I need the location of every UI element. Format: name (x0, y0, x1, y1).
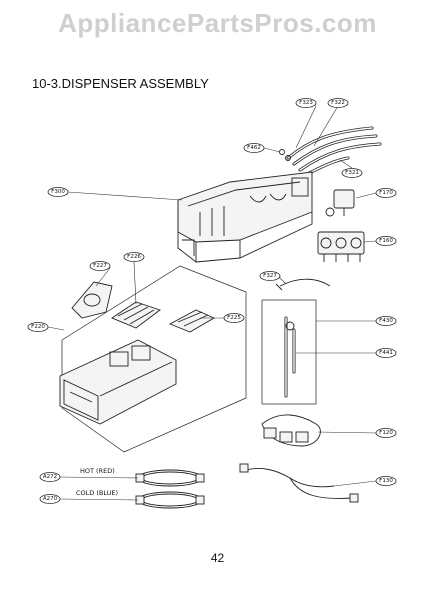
svg-text:F322: F322 (331, 100, 345, 106)
detergent-grid (111, 301, 161, 329)
callout-F170: F170 (375, 188, 397, 198)
svg-text:F327: F327 (263, 273, 277, 279)
callout-A270: A270 (39, 494, 61, 504)
callout-F322: F322 (327, 98, 349, 108)
leader-lines (47, 105, 377, 501)
section-title: 10-3.DISPENSER ASSEMBLY (32, 76, 209, 91)
drain-hose-assembly (261, 299, 317, 405)
svg-text:F323: F323 (299, 100, 313, 106)
svg-text:A272: A272 (43, 474, 57, 480)
softener-cap (71, 281, 113, 319)
callout-F225: F225 (223, 313, 245, 323)
callout-F160: F160 (375, 236, 397, 246)
callout-F462: F462 (243, 143, 265, 153)
water-valve-triple (317, 231, 365, 262)
svg-text:F160: F160 (379, 238, 393, 244)
callout-A272: A272 (39, 472, 61, 482)
callout-F227: F227 (89, 261, 111, 271)
callout-F220: F220 (27, 322, 49, 332)
inlet-hoses (135, 469, 205, 509)
callout-F300: F300 (47, 187, 69, 197)
svg-text:F430: F430 (379, 318, 393, 324)
callout-F430: F430 (375, 316, 397, 326)
svg-text:F462: F462 (247, 145, 261, 151)
wire-harness-small (275, 278, 331, 291)
svg-text:F225: F225 (227, 315, 241, 321)
page-number: 42 (210, 551, 225, 565)
svg-text:F227: F227 (93, 263, 107, 269)
dispenser-drawer (59, 339, 177, 425)
callout-F327: F327 (259, 271, 281, 281)
callout-F226: F226 (123, 252, 145, 262)
svg-text:F170: F170 (379, 190, 393, 196)
water-valve-single (325, 189, 355, 217)
svg-text:F226: F226 (127, 254, 141, 260)
dispenser-hoses (279, 126, 382, 178)
callout-F441: F441 (375, 348, 397, 358)
wire-harness-lower (239, 463, 359, 503)
callout-F130: F130 (375, 476, 397, 486)
drawer-group-outline (61, 265, 247, 453)
callout-F321: F321 (341, 168, 363, 178)
dispenser-housing (177, 171, 313, 263)
svg-text:F441: F441 (379, 350, 393, 356)
svg-text:F321: F321 (345, 170, 359, 176)
callout-F120: F120 (375, 428, 397, 438)
callout-F323: F323 (295, 98, 317, 108)
svg-text:F130: F130 (379, 478, 393, 484)
svg-text:A270: A270 (43, 496, 58, 502)
svg-text:F120: F120 (379, 430, 393, 436)
wire-harness-main (261, 414, 321, 447)
bleach-grid (168, 309, 215, 333)
cold-hose-label: COLD (BLUE) (76, 489, 118, 497)
svg-text:F220: F220 (31, 324, 45, 330)
svg-text:F300: F300 (51, 189, 65, 195)
watermark: AppliancePartsPros.com (58, 8, 377, 38)
hot-hose-label: HOT (RED) (80, 467, 115, 475)
